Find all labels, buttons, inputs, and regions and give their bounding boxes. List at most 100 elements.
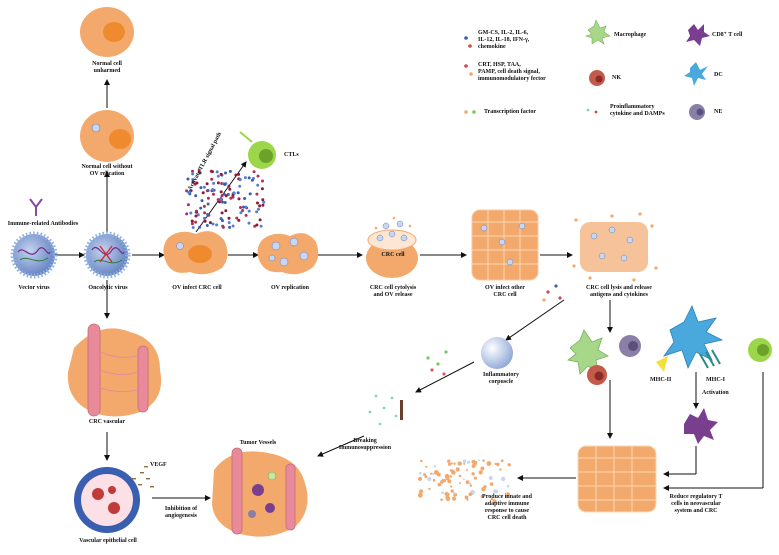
legend-proinflammatory-text: Proinflammatory cytokine and DAMPs <box>610 104 665 117</box>
label-vector-virus: Vector virus <box>18 285 50 291</box>
label-vascular-epithelial: Vascular epithelial cell <box>79 538 137 544</box>
signal-dot <box>243 176 247 180</box>
debris-dot <box>469 484 473 487</box>
debris-dot <box>488 476 493 480</box>
debris-dot <box>468 482 472 485</box>
debris-dot <box>505 495 508 498</box>
signal-dot <box>238 184 242 188</box>
label-ov-infect-other: OV infect other CRC cell <box>485 285 525 298</box>
signal-dot <box>187 191 191 195</box>
signal-dot <box>237 172 241 176</box>
debris-dot <box>501 476 506 482</box>
legend-crt-text: CRT, HSP, TAA, PAMP, cell death signal, … <box>478 62 546 82</box>
signal-dot <box>241 209 245 212</box>
crc-cell-cluster <box>471 209 539 281</box>
macrophage-cell <box>567 329 609 375</box>
debris-dot <box>418 489 424 494</box>
crc-death-debris <box>417 459 511 504</box>
debris-dot <box>492 499 497 504</box>
signal-dot <box>206 213 210 216</box>
signal-dot <box>215 223 219 227</box>
signal-dot <box>202 216 206 220</box>
signal-dot <box>258 218 262 222</box>
signal-dot <box>227 221 231 225</box>
signal-dot <box>210 177 214 181</box>
signal-dot <box>247 176 251 180</box>
signal-dot <box>237 218 241 222</box>
debris-dot <box>441 491 444 495</box>
debris-dot <box>465 469 468 471</box>
signal-dot <box>191 180 195 184</box>
label-ov-replication: OV replication <box>271 285 309 291</box>
immunosuppression-scatter <box>368 394 403 426</box>
legend-macrophage-icon <box>585 19 611 45</box>
signal-dot <box>231 195 235 199</box>
signal-dot <box>241 205 245 209</box>
debris-dot <box>432 478 436 482</box>
signal-dot <box>238 178 242 182</box>
ne-cell <box>619 335 641 357</box>
debris-dot <box>471 459 476 464</box>
signal-dot <box>199 186 203 190</box>
legend-icons <box>464 19 710 120</box>
signal-dot <box>215 170 219 174</box>
signal-dot <box>258 204 262 208</box>
signal-dot <box>206 202 210 206</box>
debris-dot <box>468 492 473 497</box>
label-produce-innate: Produce innate and adaptive immune respo… <box>482 494 532 521</box>
signal-dot <box>259 224 263 228</box>
debris-dot <box>473 476 477 480</box>
signal-dot <box>255 210 259 214</box>
debris-dot <box>453 462 456 465</box>
debris-dot <box>471 472 475 476</box>
crc-vascular-graphic <box>67 323 162 417</box>
debris-dot <box>447 459 451 463</box>
signal-dot <box>248 192 252 196</box>
debris-dot <box>450 485 453 488</box>
debris-dot <box>450 489 454 493</box>
debris-dot <box>463 462 466 465</box>
debris-dot <box>480 466 485 471</box>
signal-dot <box>196 213 200 217</box>
legend-cd8-icon <box>686 24 710 46</box>
signal-dot <box>256 174 260 178</box>
signal-dot <box>189 211 193 215</box>
debris-dot <box>447 479 452 484</box>
signal-dot <box>195 209 198 213</box>
dc-cell <box>656 305 724 372</box>
signal-dot <box>255 223 259 227</box>
signal-dot <box>208 221 212 225</box>
signal-dot <box>247 221 251 225</box>
debris-dot <box>449 475 453 478</box>
debris-dot <box>417 492 423 498</box>
legend-transcription-text: Transcription factor <box>484 109 537 115</box>
debris-dot <box>427 476 432 482</box>
signal-dot <box>261 198 265 202</box>
label-mhc-i: MHC-I <box>706 377 725 383</box>
signal-dot <box>235 216 239 220</box>
signal-dot <box>185 212 189 216</box>
signal-dot <box>219 190 223 194</box>
debris-dot <box>464 495 469 500</box>
signal-dot <box>211 188 215 191</box>
debris-dot <box>507 463 511 467</box>
signal-dot <box>231 224 235 228</box>
normal-cell-without-ov <box>80 110 134 162</box>
signal-dot <box>190 222 194 226</box>
signal-dot <box>212 192 215 196</box>
label-crc-vascular: CRC vascular <box>88 419 126 425</box>
signal-dot <box>216 181 220 185</box>
debris-dot <box>450 462 453 465</box>
label-inflammatory-corpuscle: Inflammatory corpuscle <box>483 372 519 385</box>
debris-dot <box>444 473 450 479</box>
signal-dot <box>250 178 254 182</box>
label-crc-lysis-release: CRC cell lysis and release antigens and … <box>586 285 652 298</box>
ov-replication-cell <box>257 233 319 275</box>
debris-dot <box>444 491 449 497</box>
debris-dot <box>465 480 470 484</box>
debris-dot <box>443 479 447 482</box>
debris-dot <box>489 482 494 486</box>
signal-dot <box>203 211 207 215</box>
signal-dot <box>211 222 215 226</box>
